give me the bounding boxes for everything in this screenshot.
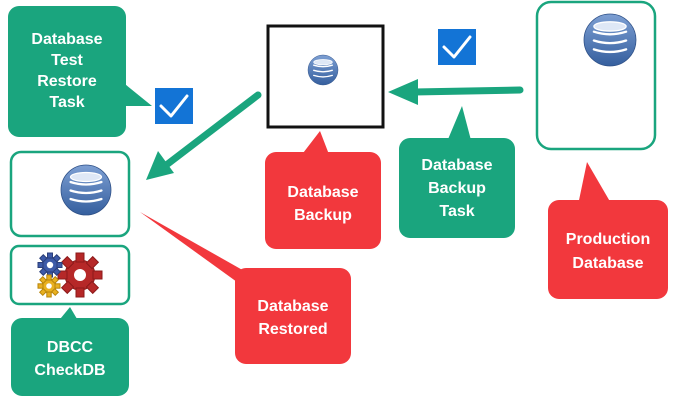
callout-line: Production [566,231,650,248]
callout-line: Database [287,184,358,201]
database-icon [307,54,339,86]
callout-backup: Database Backup [265,131,381,249]
restore-arrow [146,91,262,180]
callout-backup-task: Database Backup Task [399,106,515,238]
callout-line: Backup [428,180,486,197]
callout-line: Test [51,52,83,69]
callout-line: Restore [37,73,97,90]
database-icon [582,12,638,68]
callout-dbcc: DBCC CheckDB [11,307,129,396]
callout-production: Production Database [548,162,668,299]
backup-arrow [388,79,524,105]
database-icon [59,163,113,217]
callout-line: Database [257,298,328,315]
checkmark-icon [438,29,476,65]
callout-line: Database [31,31,102,48]
gears-icon [37,252,103,298]
callout-line: Task [49,94,84,111]
callout-restored: Database Restored [140,212,351,364]
callout-line: CheckDB [34,362,105,379]
callout-line: Restored [258,321,327,338]
callout-test-restore-task: Database Test Restore Task [8,6,152,137]
callout-line: DBCC [47,339,94,356]
callout-line: Database [572,255,643,272]
callout-line: Backup [294,207,352,224]
callout-line: Task [439,203,474,220]
callout-line: Database [421,157,492,174]
checkmark-icon [155,88,193,124]
